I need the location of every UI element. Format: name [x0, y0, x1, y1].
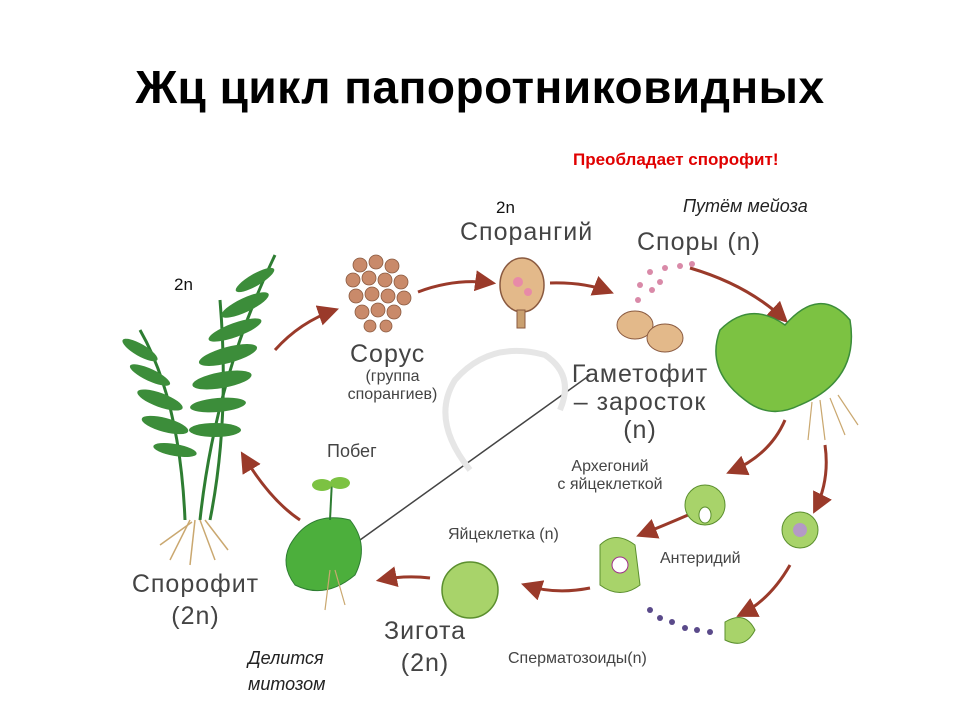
archegonium-label-line1: Архегоний — [571, 458, 649, 475]
arrow-spores-to-gametophyte — [689, 266, 789, 323]
sporophyte-label-line1: Спорофит — [131, 570, 260, 598]
gametophyte-label: Гаметофит – заросток (n) — [560, 360, 720, 444]
arrow-gametophyte-to-archegonium — [726, 419, 787, 476]
sperm-illustration — [647, 607, 756, 644]
sperm-label: Сперматозоиды(n) — [508, 650, 647, 667]
arrow-antheridium-to-sperm — [736, 564, 792, 617]
gametophyte-illustration — [715, 303, 859, 441]
dominance-note: Преобладает спорофит! — [573, 150, 779, 169]
arrow-zygote-to-shoot — [375, 566, 431, 588]
zygote-label-line1: Зигота — [383, 617, 467, 645]
connector-line — [359, 374, 591, 541]
egg-cell-label: Яйцеклетка (n) — [448, 526, 559, 543]
sorus-description: (группа спорангиев) — [335, 368, 450, 404]
spores-label: Споры (n) — [637, 228, 761, 256]
mitosis-label-line2: митозом — [248, 674, 326, 694]
gametophyte-label-line3: (n) — [623, 416, 657, 444]
sorus-label: Сорус — [350, 340, 426, 368]
antheridium-label: Антеридий — [660, 550, 741, 567]
watermark-swirl — [442, 347, 568, 472]
arrow-egg-to-zygote — [521, 580, 591, 601]
mitosis-label-line1: Делится — [248, 648, 324, 668]
gametophyte-label-line2: – заросток — [573, 388, 707, 416]
ploidy-label-fern: 2n — [174, 275, 193, 294]
arrow-sorus-to-sporangium — [417, 270, 497, 294]
arrow-gametophyte-to-antheridium — [813, 444, 832, 514]
archegonium-label: Архегоний с яйцеклеткой — [540, 458, 680, 494]
sorus-description-line1: (группа — [365, 368, 420, 385]
egg-cell-illustration — [599, 537, 641, 593]
sporophyte-label-line2: (2n) — [171, 602, 220, 630]
spores-illustration — [616, 261, 695, 353]
page-title: Жц цикл папоротниковидных — [135, 61, 825, 113]
arrow-fern-to-sorus — [273, 305, 339, 351]
ploidy-label-sporangium: 2n — [496, 198, 515, 217]
arrow-sporangium-to-spores — [549, 276, 614, 296]
mitosis-label: Делится митозом — [248, 645, 325, 697]
shoot-illustration — [285, 477, 362, 611]
meiosis-label: Путём мейоза — [683, 196, 808, 216]
zygote-label-line2: (2n) — [400, 649, 450, 677]
fern-illustration — [122, 254, 277, 566]
sporangium-illustration — [499, 257, 545, 329]
archegonium-label-line2: с яйцеклеткой — [557, 476, 663, 493]
arrow-archegonium-to-egg — [636, 513, 689, 539]
cycle-arrows — [240, 266, 832, 617]
sporangium-label: Спорангий — [460, 218, 594, 246]
sorus-description-line2: спорангиев) — [347, 386, 438, 403]
gametophyte-label-line1: Гаметофит — [571, 360, 709, 388]
arrow-shoot-to-fern — [240, 451, 301, 522]
zygote-label: Зигота (2n) — [375, 615, 475, 679]
sporophyte-label: Спорофит (2n) — [118, 568, 273, 632]
sorus-illustration — [345, 254, 412, 333]
antheridium-illustration — [781, 511, 819, 549]
shoot-label: Побег — [327, 441, 377, 461]
zygote-illustration — [441, 561, 499, 619]
archegonium-illustration — [684, 484, 726, 526]
